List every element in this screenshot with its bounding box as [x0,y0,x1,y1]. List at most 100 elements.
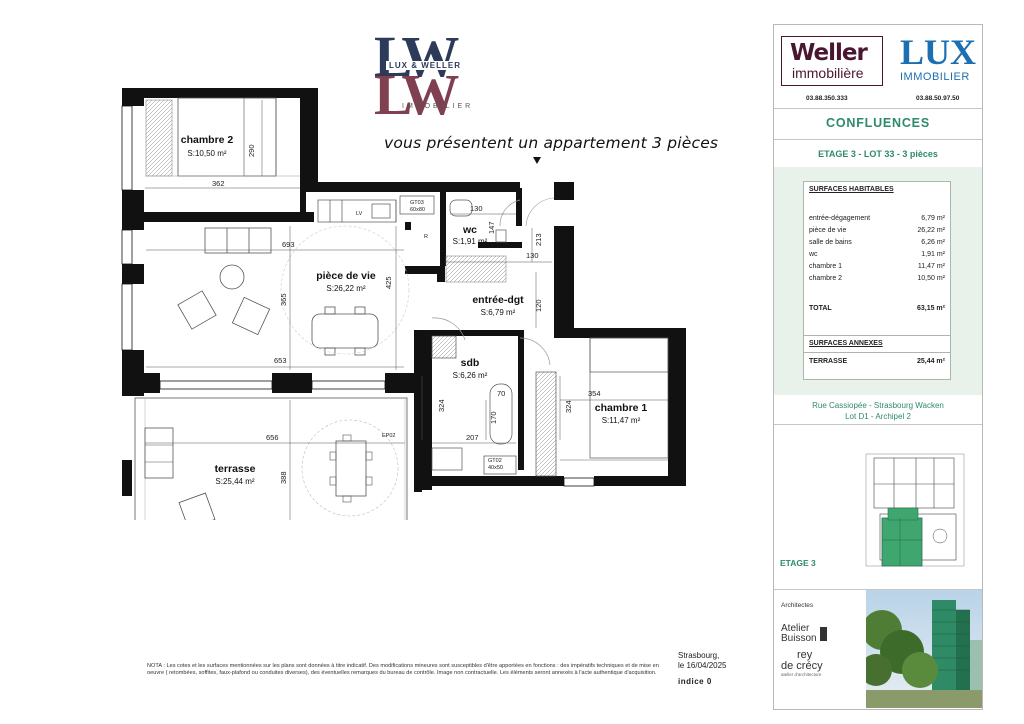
dim-693: 693 [282,240,295,249]
kitchen [317,199,397,223]
logo-name: LUX & WELLER [386,61,464,70]
date-city: Strasbourg, [678,651,720,660]
logo-subtitle: IMMOBILIER [402,103,474,110]
room-label-wc: wc [462,224,477,236]
weller-logo-name: Weller [790,40,868,66]
dim-365: 365 [279,293,288,306]
tag-ep02: EP02 [382,433,395,439]
legal-note: NOTA : Les cotes et les surfaces mention… [147,663,659,676]
lot-info: ETAGE 3 - LOT 33 - 3 pièces [818,149,938,159]
dim-362: 362 [212,179,225,188]
room-area-chambre1: S:11,47 m² [602,416,641,425]
tag-gt03: GT03 [410,200,424,206]
room-label-chambre1: chambre 1 [595,402,648,414]
lux-logo-sub: IMMOBILIER [900,71,970,83]
dim-207: 207 [466,433,479,442]
address-line1: Rue Cassiopée - Strasbourg Wacken [812,401,944,410]
architects-title: Architectes [781,602,814,609]
dim-290: 290 [247,144,256,157]
date-value: le 16/04/2025 [678,661,727,670]
sdb-fixtures [431,317,551,475]
room-area-terrasse: S:25,44 m² [215,477,254,486]
divider [774,589,982,590]
room-area-chambre2: S:10,50 m² [187,149,226,158]
chambre1-furniture [535,337,669,477]
room-area-sdb: S:6,26 m² [453,371,488,380]
building-photo [866,590,982,708]
project-name: CONFLUENCES [826,116,930,130]
room-label-sdb: sdb [461,357,480,369]
dim-120: 120 [534,299,543,312]
dim-70: 70 [497,389,505,398]
architect-rey-de-crecy: rey de crécy atelier d'architecture [781,649,823,678]
info-panel [773,24,983,710]
terrasse-area [134,397,408,520]
room-label-entree: entrée-dgt [472,294,524,306]
weller-logo-sub: immobilière [792,65,864,81]
dim-170: 170 [489,411,498,424]
date-place: Strasbourg, le 16/04/2025 [678,651,727,671]
address-line2: Lot D1 - Archipel 2 [845,412,911,421]
address: Rue Cassiopée - Strasbourg Wacken Lot D1… [774,400,982,422]
weller-phone: 03.88.350.333 [806,95,848,102]
tag-gt03-size: 60x80 [410,207,425,213]
room-area-entree: S:6,79 m² [481,308,516,317]
lux-logo-name: LUX [900,32,977,72]
tag-gt02: GT02 [488,458,502,464]
room-area-wc: S:1,91 m² [453,237,488,246]
dim-213: 213 [534,233,543,246]
room-label-piece-de-vie: pièce de vie [316,270,376,282]
dim-354: 354 [588,389,601,398]
floor-key-plan [865,453,965,567]
divider [774,139,982,140]
chambre2-furniture [145,97,300,177]
dim-147: 147 [487,221,496,234]
room-label-terrasse: terrasse [215,463,256,475]
wc-fixtures [449,199,521,243]
gt03-box [399,195,435,215]
dim-425: 425 [384,276,393,289]
lux-weller-logo: LW LW LUX & WELLER IMMOBILIER [374,24,512,124]
etage-label: ETAGE 3 [780,558,816,568]
logo-initials-top: LW [374,24,459,89]
agency-logos: Weller immobilière LUX IMMOBILIER 03.88.… [774,25,982,109]
tag-gt02-size: 40x50 [488,465,503,471]
dim-130-wc: 130 [470,204,483,213]
dim-324-sdb: 324 [437,399,446,412]
north-entry-arrow-icon [533,157,541,164]
lux-phone: 03.88.50.97.50 [916,95,960,102]
atelier-mark-icon [820,627,827,641]
divider [774,424,982,425]
entry-closet [445,197,555,283]
divider [774,108,982,109]
dim-656: 656 [266,433,279,442]
logo-initials-bottom: LW [374,62,459,127]
dim-130-entree: 130 [526,251,539,260]
revision-index: indice 0 [678,677,712,686]
dim-653: 653 [274,356,287,365]
weller-logo: Weller immobilière [781,36,883,86]
lux-logo: LUX IMMOBILIER [898,32,978,87]
tag-r: R [424,234,428,240]
headline: vous présentent un appartement 3 pièces [384,134,719,152]
architect-atelier-buisson: Atelier Buisson [781,623,817,644]
floor-plan: chambre 2 S:10,50 m² pièce de vie S:26,2… [121,88,686,520]
surfaces-annexes-title: SURFACES ANNEXES [809,340,883,347]
room-label-chambre2: chambre 2 [181,134,234,146]
living-furniture [177,225,410,356]
dim-324-chambre1: 324 [564,400,573,413]
surfaces-habitables-title: SURFACES HABITABLES [809,186,894,193]
room-area-piece-de-vie: S:26,22 m² [326,284,365,293]
dim-388: 388 [279,471,288,484]
walls [122,88,686,496]
tag-lv: LV [356,211,363,217]
